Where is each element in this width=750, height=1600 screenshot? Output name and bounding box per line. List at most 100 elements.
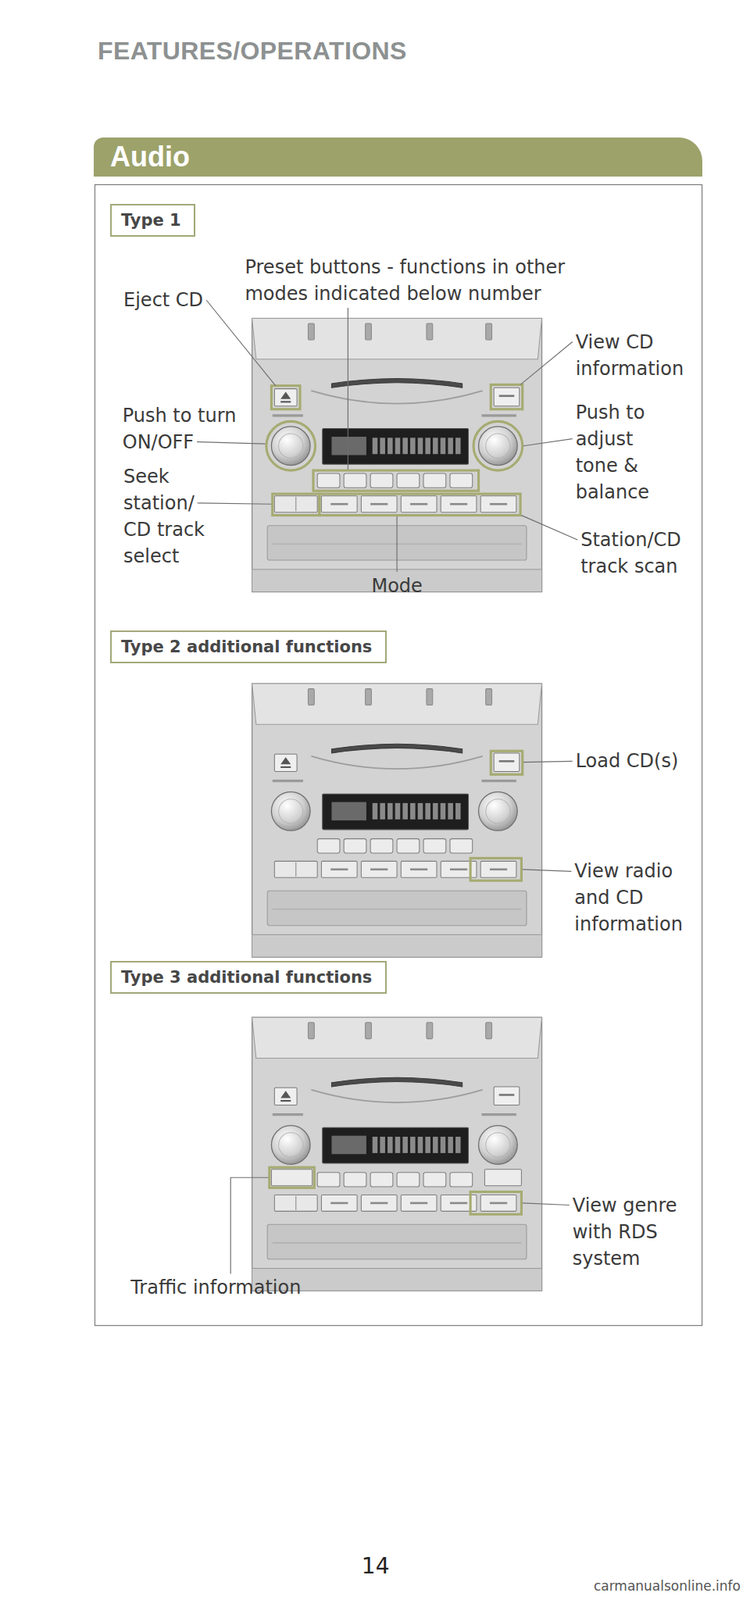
- preset-button: [370, 473, 393, 488]
- display-character: [417, 437, 424, 454]
- pocket-edge: [272, 1242, 522, 1243]
- eject-symbol: [280, 766, 291, 768]
- seek-button: [274, 1194, 318, 1211]
- mode-button: [400, 1194, 437, 1211]
- leader-line: [521, 515, 578, 540]
- leader-line: [347, 307, 349, 470]
- knob-ring: [485, 1132, 511, 1158]
- callout-label: Load CD(s): [575, 747, 733, 775]
- highlight-box: [269, 1167, 315, 1188]
- type-tag: Type 1: [110, 203, 196, 237]
- mode-button: [440, 496, 477, 513]
- eject-button: [274, 389, 297, 407]
- leader-line: [196, 442, 266, 445]
- preset-button: [450, 839, 473, 854]
- display-character: [447, 803, 454, 820]
- preset-button: [450, 473, 473, 488]
- display-character: [379, 1136, 386, 1154]
- button-mark: [450, 503, 468, 506]
- power-volume-knob: [271, 1125, 311, 1165]
- preset-button: [370, 839, 393, 854]
- mode-button: [480, 1194, 517, 1211]
- button-mark: [450, 868, 468, 872]
- traffic-button: [271, 1169, 312, 1186]
- display-character: [417, 803, 424, 820]
- display-character: [372, 1136, 379, 1154]
- type-tag: Type 3 additional functions: [110, 960, 387, 994]
- display-character: [447, 1136, 454, 1154]
- seek-divider: [295, 1196, 297, 1211]
- mode-button: [480, 860, 517, 878]
- eject-button: [274, 753, 297, 772]
- display: [322, 1127, 469, 1164]
- highlight-box: [313, 470, 479, 491]
- info-button: [493, 1086, 520, 1106]
- printed-mark: [272, 414, 304, 417]
- mode-button: [480, 496, 517, 513]
- cd-slot: [331, 1077, 462, 1087]
- leader-line: [197, 503, 272, 504]
- display-character: [387, 437, 393, 454]
- preset-button: [423, 473, 447, 488]
- tune-knob: [478, 426, 518, 466]
- page-number: 14: [336, 1552, 415, 1581]
- car-radio: [252, 318, 543, 593]
- type-title: Type 3 additional functions: [121, 967, 372, 987]
- car-radio: [252, 1017, 543, 1291]
- button-mark: [489, 1202, 508, 1205]
- mode-button: [321, 860, 358, 878]
- cd-slot: [331, 743, 462, 754]
- display-character: [372, 803, 379, 820]
- eject-symbol: [280, 757, 291, 765]
- preset-button: [423, 1172, 447, 1187]
- display-character: [410, 1136, 416, 1154]
- button-mark: [499, 394, 515, 397]
- vent-tab: [426, 689, 433, 706]
- info-button: [493, 387, 520, 407]
- radio-body: [252, 1017, 543, 1291]
- eject-button: [274, 1087, 297, 1105]
- button-mark: [489, 503, 508, 506]
- seek-button: [274, 496, 318, 513]
- printed-mark: [481, 414, 516, 417]
- callout-label: Station/CD track scan: [580, 526, 690, 580]
- leader-line: [206, 300, 276, 386]
- car-radio: [252, 683, 543, 958]
- display-character: [372, 437, 379, 454]
- preset-button: [317, 1172, 340, 1187]
- callout-label: Traffic information: [130, 1274, 365, 1301]
- cd-slot: [331, 378, 462, 389]
- display-character: [455, 803, 461, 820]
- preset-button: [343, 839, 367, 854]
- display-character: [455, 1136, 461, 1154]
- watermark: carmanualsonline.info: [537, 1577, 741, 1595]
- seek-divider: [295, 862, 297, 877]
- pocket-edge: [272, 908, 522, 910]
- callout-label: Seek station/ CD track select: [123, 463, 218, 570]
- printed-mark: [272, 779, 304, 783]
- display-character: [395, 803, 401, 820]
- preset-button: [396, 1172, 420, 1187]
- preset-button: [396, 473, 420, 488]
- preset-button: [450, 1172, 473, 1187]
- button-mark: [330, 868, 348, 872]
- radio-top-trim: [252, 683, 543, 725]
- vent-tab: [426, 323, 433, 340]
- power-volume-knob: [271, 426, 311, 466]
- type-title: Type 2 additional functions: [121, 637, 372, 657]
- preset-button: [423, 839, 447, 854]
- button-mark: [330, 503, 348, 506]
- tune-knob: [478, 1125, 518, 1165]
- display-character: [402, 1136, 408, 1154]
- type-title: Type 1: [121, 210, 182, 230]
- button-mark: [499, 760, 515, 763]
- printed-mark: [481, 1113, 516, 1116]
- display: [322, 428, 469, 465]
- radio-top-trim: [252, 1017, 543, 1058]
- button-mark: [410, 868, 428, 872]
- seek-button: [274, 860, 318, 878]
- display-character: [402, 437, 408, 454]
- mode-button: [400, 860, 437, 878]
